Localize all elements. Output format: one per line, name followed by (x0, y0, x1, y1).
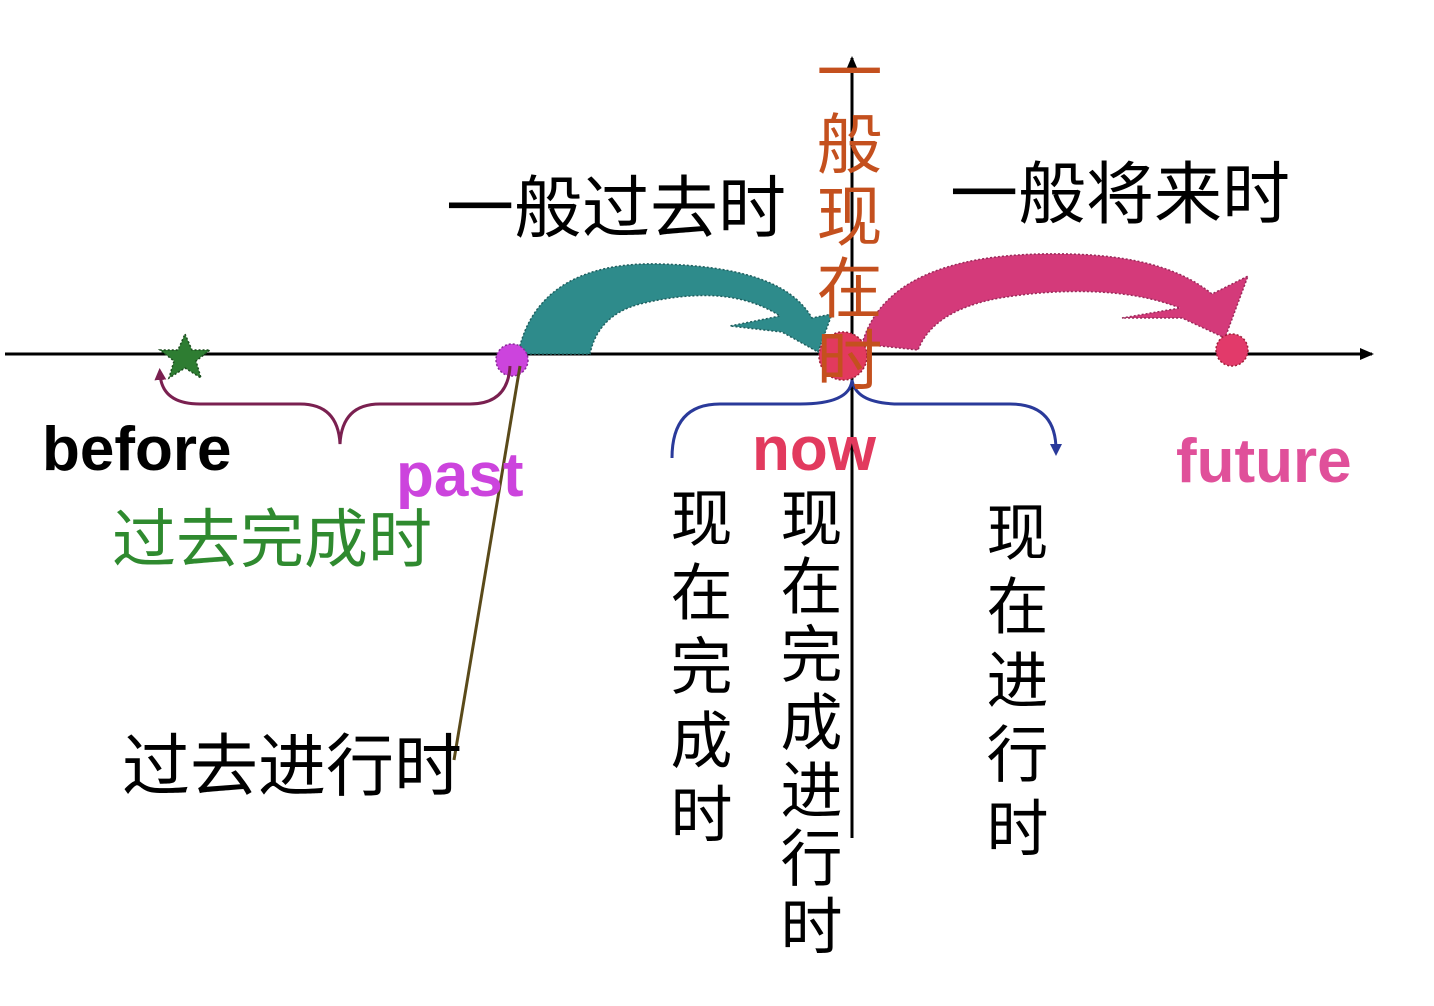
simple-past-label: 一般过去时 (446, 170, 786, 249)
simple-future-label: 一般将来时 (950, 156, 1290, 235)
past-point (495, 343, 529, 377)
before-label: before (42, 415, 231, 484)
present-perfect-label: 现在完成时 (660, 486, 733, 856)
now-point (818, 331, 868, 381)
past-arc-arrow (517, 263, 834, 355)
present-progressive-label: 现在进行时 (976, 500, 1049, 870)
future-point (1215, 333, 1249, 367)
simple-present-label: 一般现在时 (806, 38, 883, 398)
now-label: now (752, 415, 877, 484)
past-perfect-brace (154, 365, 512, 445)
past-perfect-label: 过去完成时 (112, 504, 432, 578)
now-brace (670, 379, 1062, 459)
past-label: past (396, 441, 523, 510)
star-icon (157, 332, 213, 380)
past-progressive-label: 过去进行时 (122, 728, 462, 807)
future-arc-arrow (861, 253, 1250, 351)
future-label: future (1176, 427, 1352, 496)
past-progressive-pointer (452, 365, 522, 761)
present-perfect-progressive-label: 现在完成进行时 (770, 486, 843, 962)
